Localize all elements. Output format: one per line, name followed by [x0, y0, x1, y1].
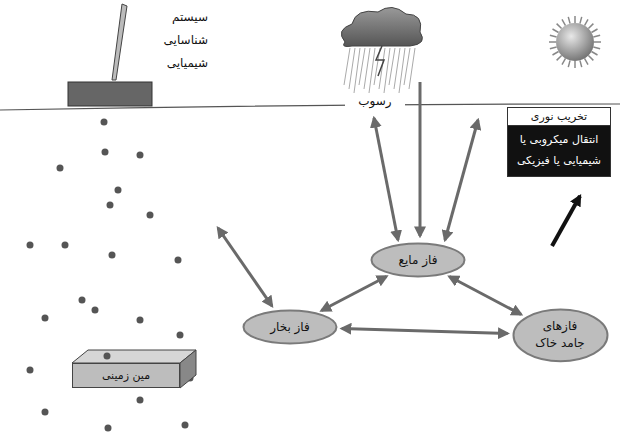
mine-label: مین زمینی — [102, 369, 150, 382]
exchange-arrow — [449, 277, 521, 315]
process-box: تخریب نوریانتقال میکروبی یا شیمیایی یا ف… — [507, 107, 611, 177]
phase-label: فاز بخار — [270, 319, 310, 336]
box-heading: تخریب نوری — [508, 108, 610, 126]
precipitation-label: رسوب — [345, 94, 405, 110]
phase-ellipse: فاز بخار — [242, 309, 338, 345]
mine-box: مین زمینی — [72, 363, 180, 388]
ellipse-outline — [512, 308, 609, 363]
phase-label: فاز مایع — [399, 252, 438, 269]
phase-label: فازهای جامد خاک — [530, 318, 590, 352]
box-body: انتقال میکروبی یا شیمیایی یا فیزیکی — [508, 126, 610, 176]
phase-ellipse: فازهای جامد خاک — [512, 308, 609, 363]
detector-label: سیستم شناسایی شیمیایی — [156, 6, 208, 74]
exchange-arrow — [342, 329, 508, 334]
phase-ellipse: فاز مایع — [370, 242, 466, 278]
exchange-arrow — [321, 276, 386, 310]
